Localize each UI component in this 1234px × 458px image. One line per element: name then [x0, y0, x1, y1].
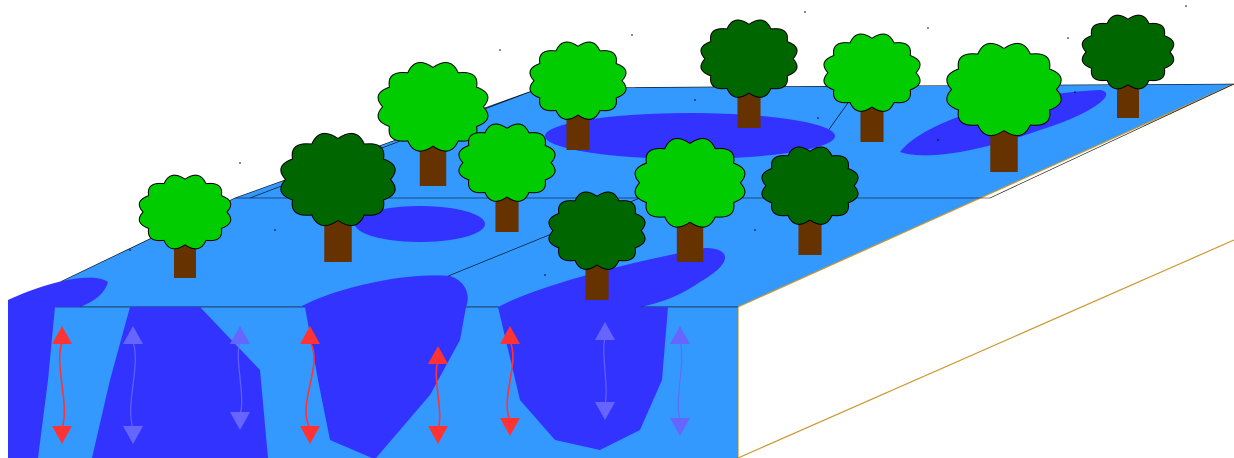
tree-canopy: [701, 20, 797, 97]
tree-canopy: [281, 133, 395, 225]
tree-canopy: [139, 175, 231, 249]
tree-canopy: [947, 43, 1061, 135]
tree-canopy: [549, 192, 645, 269]
tree-canopy: [762, 147, 858, 224]
tree-canopy: [459, 124, 555, 201]
tree-canopy: [530, 42, 626, 119]
tree-canopy: [635, 139, 745, 228]
tree-canopy: [824, 34, 920, 111]
tree-canopy: [1082, 15, 1174, 89]
